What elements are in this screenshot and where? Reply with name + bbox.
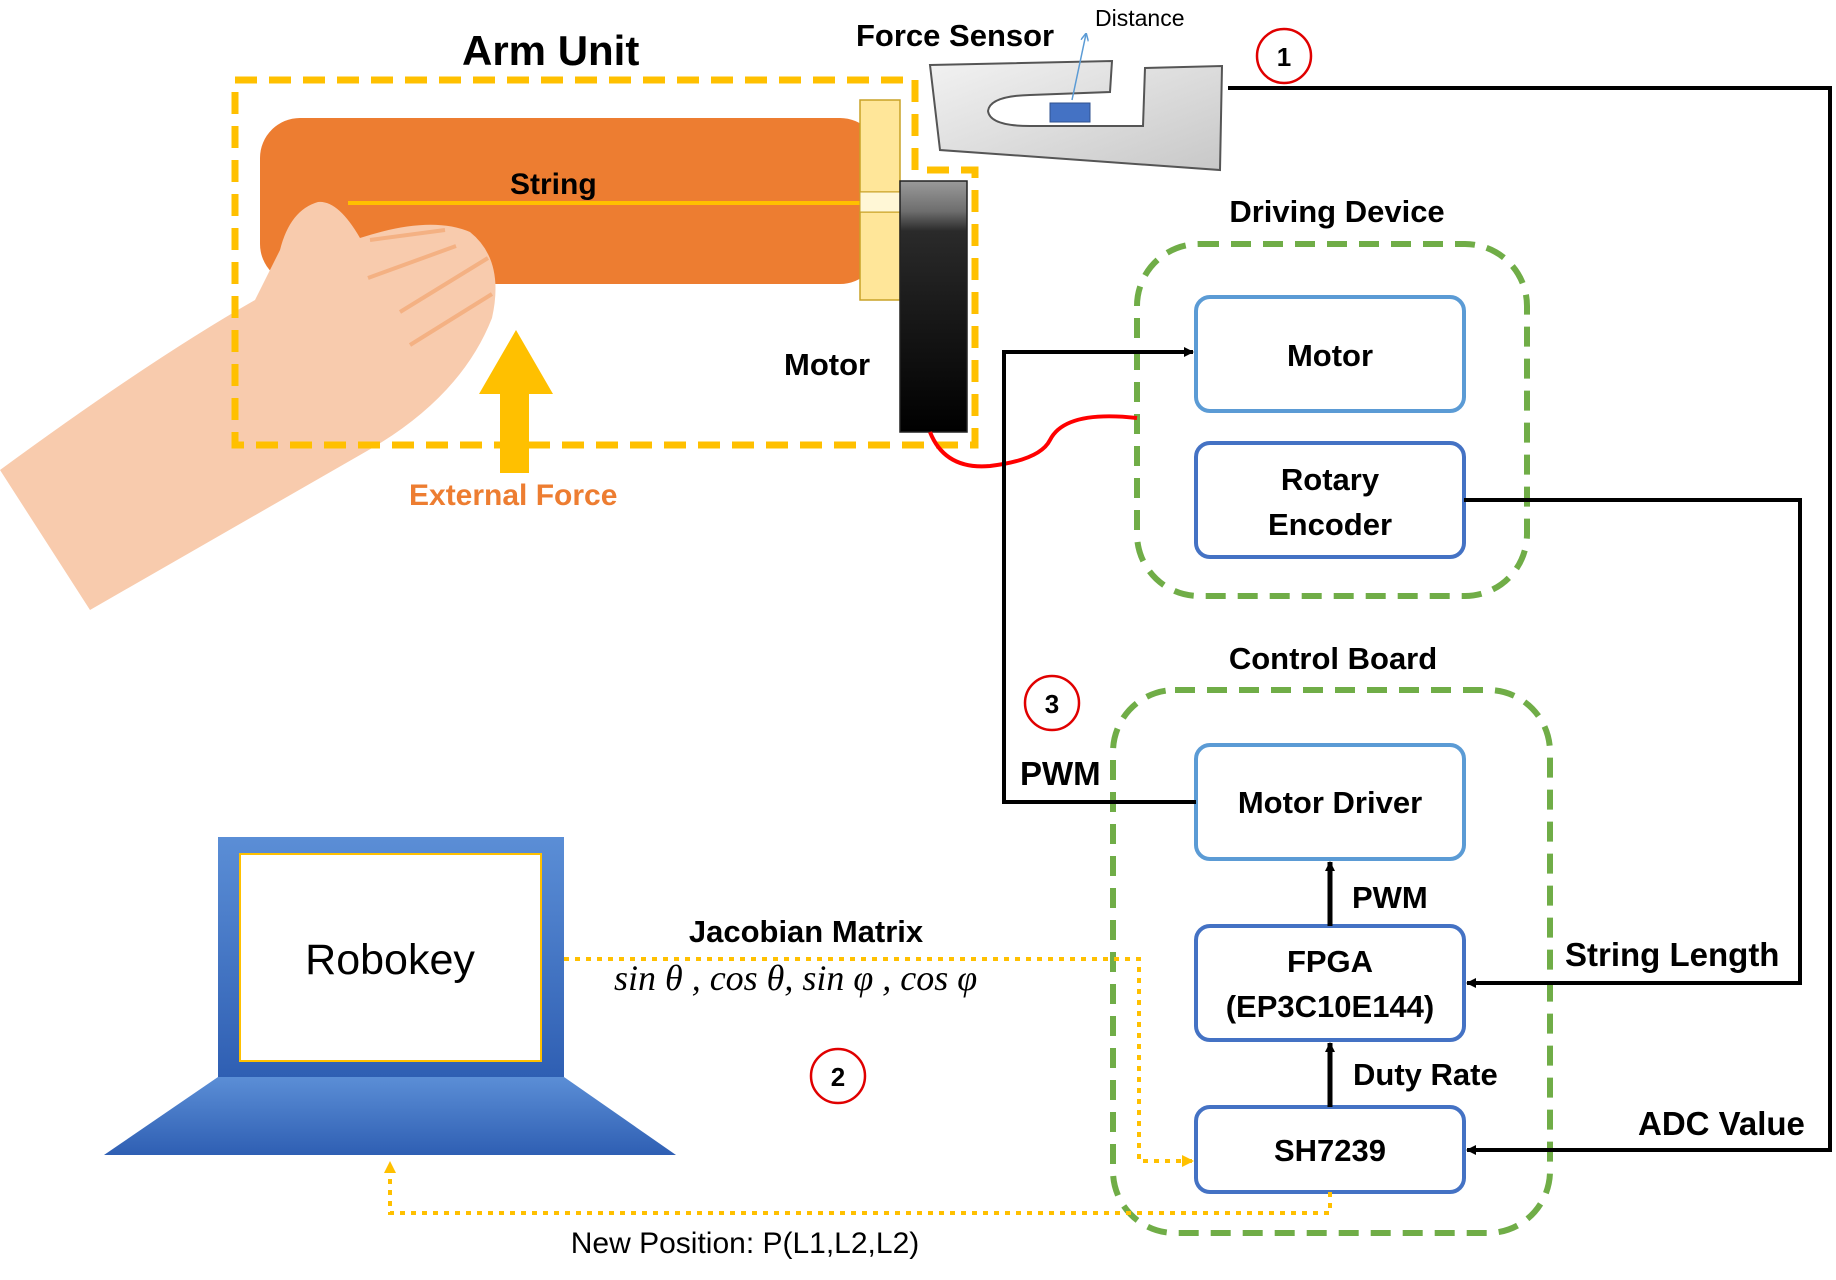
laptop-icon: Robokey bbox=[104, 837, 676, 1155]
force-sensor: Distance Force Sensor bbox=[856, 5, 1224, 172]
laptop-base bbox=[104, 1077, 676, 1155]
distance-label: Distance bbox=[1095, 5, 1184, 31]
control-board-boundary bbox=[1110, 687, 1553, 1236]
new-position-line bbox=[384, 1161, 1332, 1215]
new-position-label: New Position: P(L1,L2,L2) bbox=[571, 1227, 920, 1260]
distance-arrow bbox=[1071, 34, 1086, 101]
driving-device: Driving Device Motor Rotary Encoder bbox=[1134, 194, 1530, 599]
trig-formula: sin θ , cos θ, sin φ , cos φ bbox=[614, 958, 977, 998]
step-marker-2: 2 bbox=[809, 1047, 867, 1105]
motor-driver-label: Motor Driver bbox=[1238, 785, 1422, 820]
arm-unit-title: Arm Unit bbox=[462, 27, 639, 74]
driving-device-boundary bbox=[1134, 241, 1530, 599]
sh7239-label: SH7239 bbox=[1274, 1133, 1386, 1168]
adc-line bbox=[1228, 86, 1832, 1155]
pwm-line bbox=[1002, 347, 1196, 804]
up-arrow-icon bbox=[479, 330, 553, 473]
svg-text:3: 3 bbox=[1045, 689, 1059, 719]
sensor-element bbox=[1049, 102, 1091, 123]
arm-unit: String External Force Motor Arm Unit bbox=[0, 27, 979, 610]
control-board: Control Board Motor Driver FPGA (EP3C10E… bbox=[1110, 641, 1553, 1236]
string-label: String bbox=[510, 168, 597, 201]
step-marker-1: 1 bbox=[1255, 27, 1313, 85]
adc-value-label: ADC Value bbox=[1638, 1105, 1805, 1142]
motor-wire bbox=[928, 414, 1138, 469]
pulley-gap bbox=[859, 191, 901, 213]
pwm-left-label: PWM bbox=[1020, 755, 1101, 792]
force-sensor-label: Force Sensor bbox=[856, 18, 1054, 53]
duty-rate-label: Duty Rate bbox=[1353, 1057, 1498, 1092]
string-length-line bbox=[1464, 498, 1802, 988]
motor-block bbox=[1194, 295, 1466, 413]
rotary-encoder-label-1: Rotary bbox=[1281, 462, 1380, 497]
jacobian-label: Jacobian Matrix bbox=[689, 914, 924, 949]
external-force-label: External Force bbox=[409, 479, 617, 512]
force-sensor-icon bbox=[928, 59, 1224, 172]
jacobian-line bbox=[564, 957, 1194, 1167]
motor-block-label: Motor bbox=[1287, 338, 1373, 373]
pwm-inner-label: PWM bbox=[1352, 880, 1428, 915]
laptop-screen bbox=[239, 853, 542, 1062]
rotary-encoder-label-2: Encoder bbox=[1268, 507, 1392, 542]
pulley-top bbox=[859, 99, 901, 193]
pulley-bottom bbox=[859, 211, 901, 301]
svg-text:1: 1 bbox=[1277, 42, 1291, 72]
laptop-app-label: Robokey bbox=[305, 936, 475, 984]
driving-device-title: Driving Device bbox=[1229, 194, 1444, 229]
motor-icon bbox=[899, 180, 968, 433]
fpga-label-1: FPGA bbox=[1287, 944, 1373, 979]
control-board-title: Control Board bbox=[1229, 641, 1437, 676]
arm-unit-boundary bbox=[231, 76, 979, 449]
svg-text:2: 2 bbox=[831, 1062, 845, 1092]
hand-icon bbox=[0, 201, 496, 610]
arm-motor-label: Motor bbox=[784, 347, 870, 382]
step-marker-3: 3 bbox=[1023, 674, 1081, 732]
string-length-label: String Length bbox=[1565, 936, 1779, 973]
fpga-label-2: (EP3C10E144) bbox=[1226, 989, 1435, 1024]
